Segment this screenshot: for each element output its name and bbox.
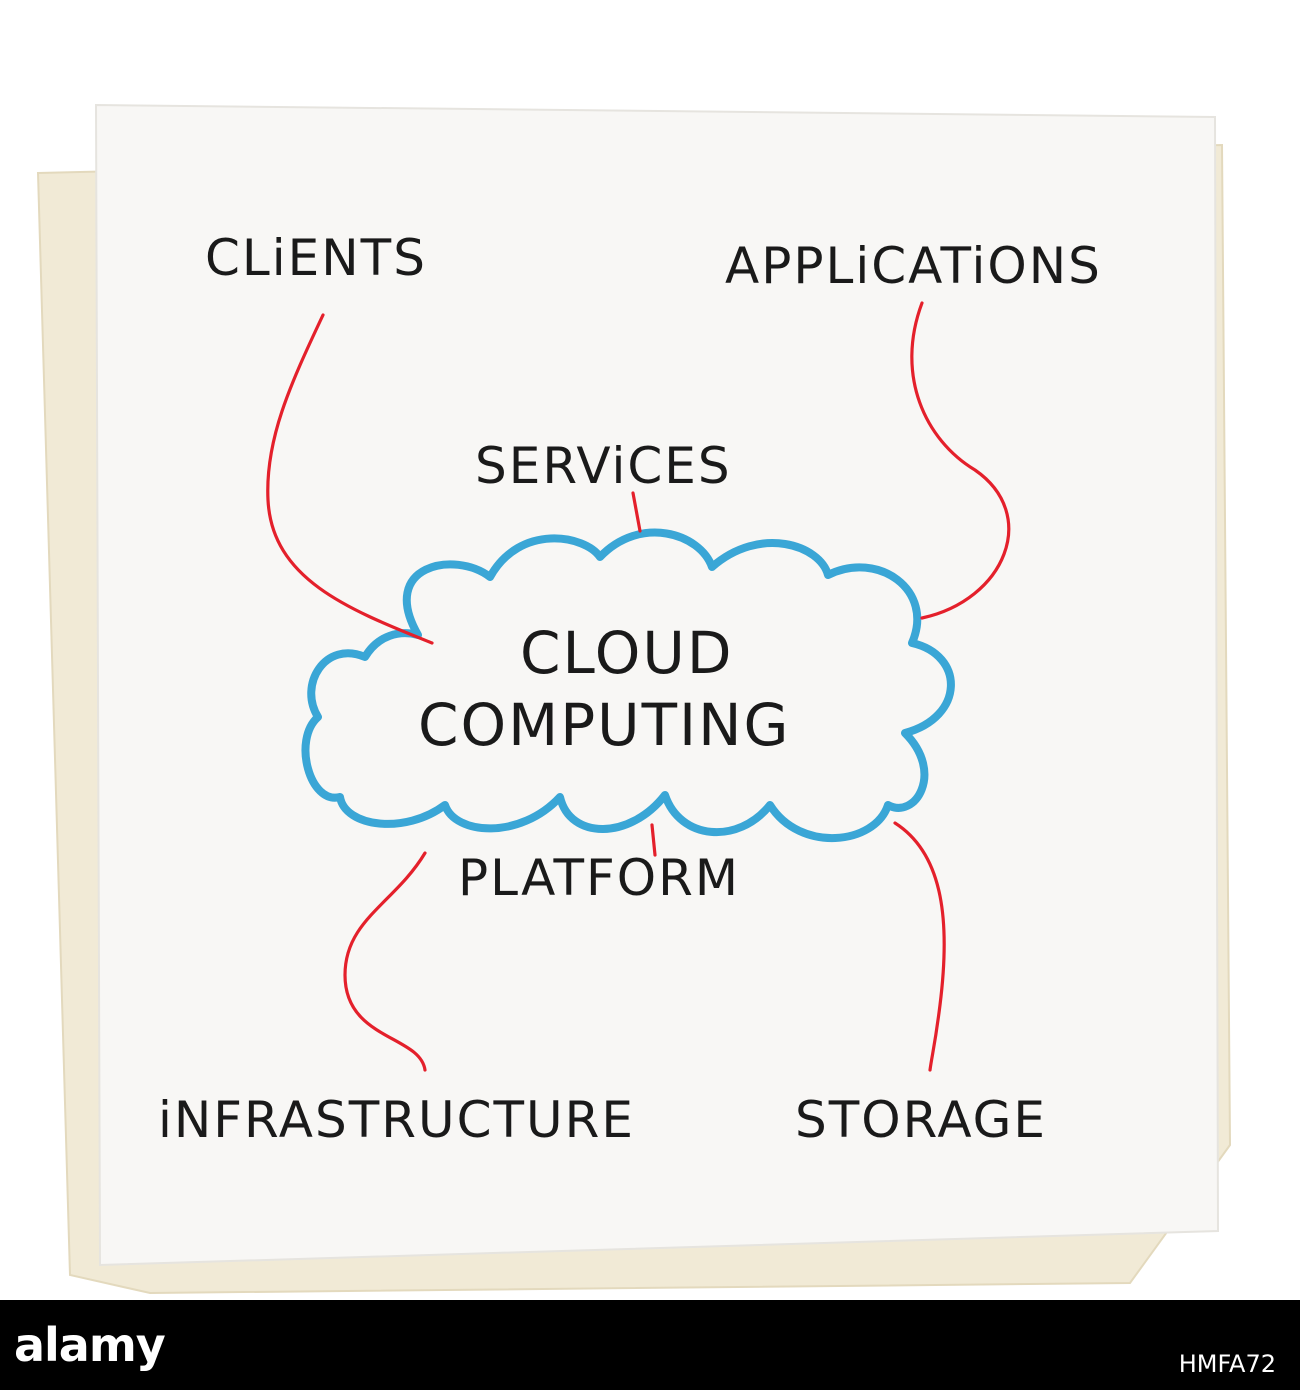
node-services: SERViCES <box>475 437 732 495</box>
center-title-line1: CLOUD <box>520 619 734 687</box>
node-platform: PLATFORM <box>458 849 740 907</box>
watermark-brand: alamy <box>14 1318 166 1372</box>
node-applications: APPLiCATiONS <box>725 237 1102 295</box>
connector-storage <box>893 821 946 1072</box>
top-napkin <box>94 103 1220 1267</box>
watermark-image-id: HMFA72 <box>1178 1350 1276 1378</box>
node-storage: STORAGE <box>795 1091 1047 1149</box>
node-clients: CLiENTS <box>205 229 427 287</box>
connector-platform <box>650 823 657 857</box>
connector-services <box>631 491 642 533</box>
connector-clients <box>266 313 434 645</box>
cloud-outline <box>301 528 955 842</box>
connector-infrastructure <box>343 851 427 1072</box>
center-title-line2: COMPUTING <box>418 691 791 759</box>
watermark-footer: alamy HMFA72 <box>0 1300 1300 1390</box>
node-infrastructure: iNFRASTRUCTURE <box>158 1091 635 1149</box>
connector-applications <box>910 301 1011 620</box>
